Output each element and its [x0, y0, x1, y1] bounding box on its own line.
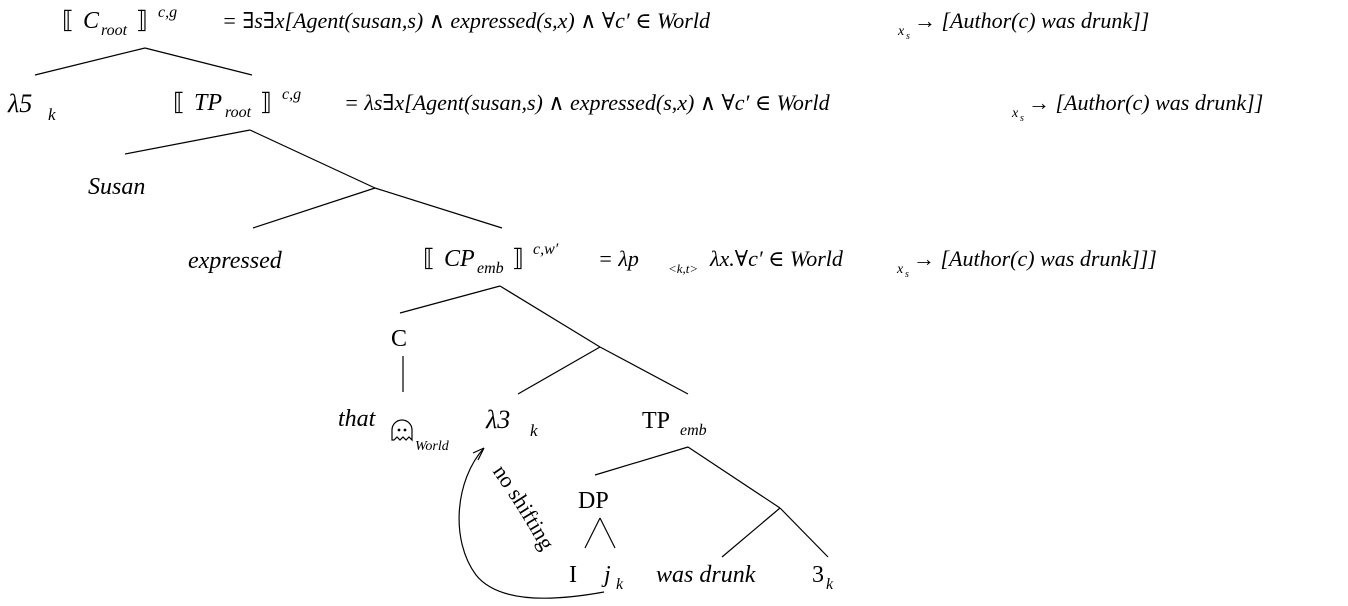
edge-vp2-wasdrunk: [721, 507, 781, 558]
tpemb-subscript: emb: [680, 422, 707, 439]
that-node: that World: [338, 406, 450, 454]
ghost-eye-right: [403, 428, 407, 432]
tpemb-label: TP: [642, 408, 670, 434]
three-k-subscript: k: [826, 576, 834, 593]
edge-tpemb-vp: [687, 446, 781, 509]
tproot-close-bracket: ⟧: [260, 90, 272, 116]
arrow-head: [472, 447, 485, 461]
arrow-curve: [458, 447, 605, 599]
ghost-icon: [391, 419, 413, 442]
edge-cbar-lambda3: [517, 346, 601, 395]
cpemb-node: ⟦ CP emb ⟧ c,w′ = λp <k,t> λx.∀c′ ∈ Worl…: [423, 241, 1157, 280]
tproot-formula: = λs∃x[Agent(susan,s) ∧ expressed(s,x) ∧…: [344, 90, 831, 115]
cpemb-open-bracket: ⟦: [423, 246, 435, 272]
that-subscript: World: [415, 439, 450, 454]
edge-root-lambda5: [34, 47, 146, 76]
three-k-label: 3: [812, 562, 824, 588]
no-shifting-arrow: no shifting: [458, 447, 605, 599]
dp-label: DP: [578, 488, 609, 514]
lambda3-label: λ3: [485, 405, 510, 434]
was-drunk-label: was drunk: [656, 562, 756, 588]
tpemb-node: TP emb: [642, 408, 707, 439]
lambda3-node: λ3 k: [485, 405, 538, 440]
tproot-formula-subsubscript: s: [1020, 113, 1024, 124]
tproot-open-bracket: ⟦: [173, 90, 185, 116]
root-superscript: c,g: [158, 4, 177, 21]
root-node: ⟦ C root ⟧ c,g = ∃s∃x[Agent(susan,s) ∧ e…: [62, 4, 1149, 42]
cpemb-close-bracket: ⟧: [512, 246, 524, 272]
tproot-superscript: c,g: [282, 86, 301, 103]
cpemb-formula: = λp: [598, 246, 639, 271]
edge-vp-expressed: [252, 187, 376, 229]
cpemb-category: CP: [444, 246, 475, 272]
lambda5-node: λ5 k: [7, 89, 56, 124]
root-denotation-close-bracket: ⟧: [136, 8, 148, 34]
edge-vp-cpemb: [374, 187, 503, 229]
cpemb-formula-subsubscript-2: s: [905, 269, 909, 280]
that-label: that: [338, 406, 377, 432]
no-shifting-label: no shifting: [488, 460, 560, 554]
no-shifting-text: no shifting: [488, 460, 560, 554]
cpemb-formula-mid: λx.∀c′ ∈ World: [709, 246, 844, 271]
lambda3-subscript: k: [530, 421, 538, 440]
root-formula-subscript: x: [897, 24, 905, 39]
tproot-node: ⟦ TP root ⟧ c,g = λs∃x[Agent(susan,s) ∧ …: [173, 86, 1263, 124]
jk-node: j k: [601, 562, 624, 593]
root-formula-subsubscript: s: [906, 31, 910, 42]
tproot-category-subscript: root: [225, 104, 252, 121]
c-label: C: [391, 326, 407, 352]
edge-tproot-vp: [249, 129, 376, 189]
root-formula: = ∃s∃x[Agent(susan,s) ∧ expressed(s,x) ∧…: [222, 8, 711, 33]
jk-label: j: [601, 562, 611, 588]
ghost-eye-left: [397, 428, 401, 432]
edge-tproot-susan: [124, 129, 251, 155]
i-label: I: [569, 562, 577, 588]
tproot-formula-subscript: x: [1011, 106, 1019, 121]
root-category: C: [83, 8, 100, 34]
edge-dp-jk: [599, 517, 616, 549]
edge-vp2-3k: [779, 507, 829, 558]
edge-cbar-tpemb: [599, 346, 689, 395]
root-formula-end: → [Author(c) was drunk]]: [914, 8, 1149, 33]
tproot-category: TP: [194, 90, 222, 116]
cpemb-category-subscript: emb: [477, 260, 504, 277]
lambda5-label: λ5: [7, 89, 32, 118]
three-k-node: 3 k: [812, 562, 834, 593]
cpemb-formula-subscript: <k,t>: [668, 261, 698, 276]
jk-subscript: k: [616, 576, 624, 593]
edge-cpemb-c: [399, 285, 501, 314]
expressed-label: expressed: [188, 248, 283, 274]
lambda5-subscript: k: [48, 105, 56, 124]
edge-root-tproot: [144, 47, 253, 76]
tproot-formula-end: → [Author(c) was drunk]]: [1028, 90, 1263, 115]
cpemb-formula-subscript-2: x: [896, 262, 904, 277]
cpemb-formula-end: → [Author(c) was drunk]]]: [913, 246, 1157, 271]
edge-tpemb-dp: [594, 446, 689, 476]
root-category-subscript: root: [101, 22, 128, 39]
susan-label: Susan: [88, 174, 145, 200]
root-denotation-open-bracket: ⟦: [62, 8, 74, 34]
ghost-body: [391, 419, 413, 442]
edge-cpemb-cbar: [499, 285, 601, 348]
cpemb-superscript: c,w′: [533, 241, 559, 258]
edge-dp-i: [584, 517, 601, 549]
